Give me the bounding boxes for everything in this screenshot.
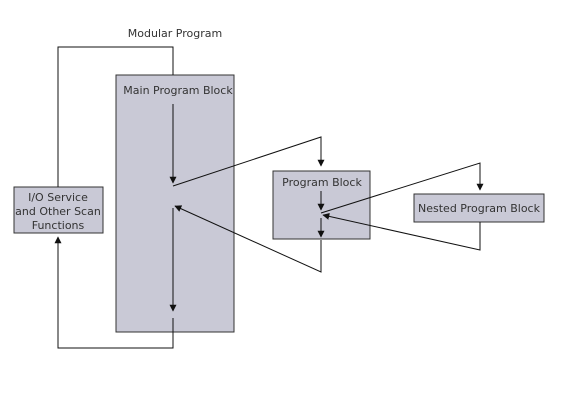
io-service-label-line1: I/O Service — [28, 191, 88, 204]
flow-io-to-main — [57, 46, 174, 187]
flow-return-nested-block — [322, 212, 481, 251]
nested-program-block — [413, 193, 545, 223]
flow-call-program-block — [172, 136, 325, 187]
program-block-label: Program Block — [282, 176, 362, 189]
io-service-label-line2: and Other Scan — [15, 205, 101, 218]
diagram-title: Modular Program — [128, 27, 222, 40]
nested-program-block-label: Nested Program Block — [418, 202, 541, 215]
main-program-block — [115, 74, 235, 333]
flow-main-to-io — [54, 236, 174, 349]
flow-call-nested-block — [320, 162, 484, 214]
main-program-block-label: Main Program Block — [123, 84, 233, 97]
io-service-label-line3: Functions — [32, 219, 85, 232]
flow-return-program-block — [174, 205, 322, 273]
